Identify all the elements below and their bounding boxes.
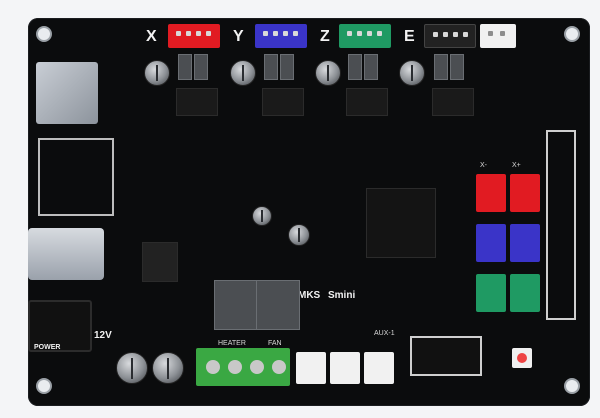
driver-ic-z bbox=[346, 88, 388, 116]
connector-y-blue bbox=[255, 24, 307, 48]
fan-label: FAN bbox=[268, 340, 282, 347]
mount-hole-tl bbox=[36, 26, 52, 42]
xplus-label: X+ bbox=[512, 162, 521, 169]
capacitor-4 bbox=[399, 60, 425, 86]
mount-hole-br bbox=[564, 378, 580, 394]
usb-port bbox=[28, 228, 104, 280]
model-label: Smini bbox=[328, 290, 356, 301]
main-mcu bbox=[366, 188, 436, 258]
mosfet-7 bbox=[434, 54, 448, 80]
capacitor-3 bbox=[315, 60, 341, 86]
mosfet-4 bbox=[280, 54, 294, 80]
capacitor-2 bbox=[230, 60, 256, 86]
endstop-red-2 bbox=[510, 174, 540, 212]
mosfet-3 bbox=[264, 54, 278, 80]
endstop-blue-2 bbox=[510, 224, 540, 262]
axis-label-x: X bbox=[146, 28, 157, 45]
axis-label-y: Y bbox=[233, 28, 244, 45]
connector-z-green bbox=[339, 24, 391, 48]
voltage-label: 12V bbox=[94, 330, 112, 341]
endstop-red-1 bbox=[476, 174, 506, 212]
endstop-green-1 bbox=[476, 274, 506, 312]
mosfet-2 bbox=[194, 54, 208, 80]
barrel-power-jack bbox=[28, 300, 92, 352]
mosfet-1 bbox=[178, 54, 192, 80]
mosfet-5 bbox=[348, 54, 362, 80]
reset-button-cap bbox=[517, 353, 527, 363]
capacitor-mid-2 bbox=[288, 224, 310, 246]
axis-label-e: E bbox=[404, 28, 415, 45]
terminal-block bbox=[196, 348, 290, 386]
right-header-strip bbox=[546, 130, 576, 320]
controller-board: X Y Z E POWER 12V bbox=[28, 18, 590, 406]
mosfet-6 bbox=[364, 54, 378, 80]
axis-label-z: Z bbox=[320, 28, 330, 45]
connector-e-black bbox=[424, 24, 476, 48]
endstop-blue-1 bbox=[476, 224, 506, 262]
pin-header-block bbox=[38, 138, 114, 216]
capacitor-mid-1 bbox=[252, 206, 272, 226]
capacitor-bottom-2 bbox=[152, 352, 184, 384]
mosfet-8 bbox=[450, 54, 464, 80]
mount-hole-bl bbox=[36, 378, 52, 394]
mount-hole-tr bbox=[564, 26, 580, 42]
power-label: POWER bbox=[34, 344, 61, 351]
heatsink-heater bbox=[214, 280, 258, 330]
xminus-label: X- bbox=[480, 162, 487, 169]
aux-header bbox=[410, 336, 482, 376]
bottom-white-1 bbox=[296, 352, 326, 384]
capacitor-bottom-1 bbox=[116, 352, 148, 384]
capacitor-1 bbox=[144, 60, 170, 86]
heater-label: HEATER bbox=[218, 340, 246, 347]
connector-x-red bbox=[168, 24, 220, 48]
bottom-white-2 bbox=[330, 352, 360, 384]
heatsink-fan bbox=[256, 280, 300, 330]
brand-label: MKS bbox=[298, 290, 321, 301]
sd-card-slot bbox=[36, 62, 98, 124]
driver-ic-y bbox=[262, 88, 304, 116]
aux-label: AUX-1 bbox=[374, 330, 395, 337]
voltage-regulator bbox=[142, 242, 178, 282]
driver-ic-e bbox=[432, 88, 474, 116]
endstop-green-2 bbox=[510, 274, 540, 312]
bottom-white-3 bbox=[364, 352, 394, 384]
connector-top-white bbox=[480, 24, 516, 48]
driver-ic-x bbox=[176, 88, 218, 116]
